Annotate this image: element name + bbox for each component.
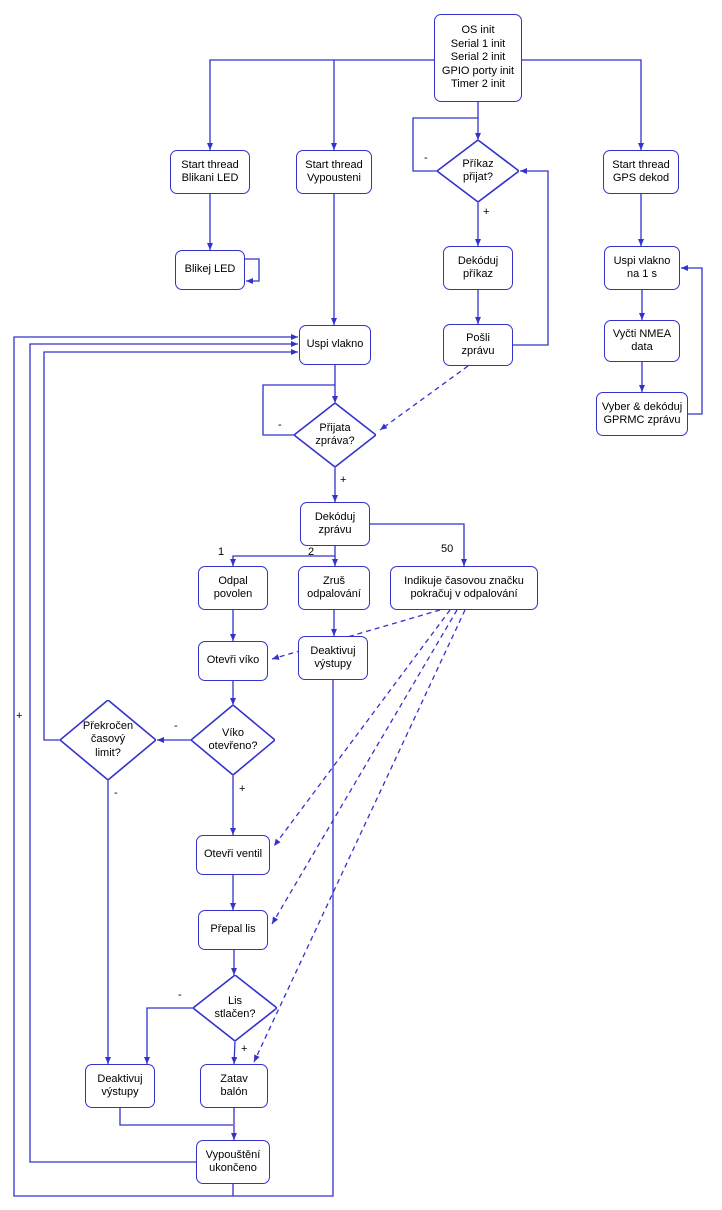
node-dekoduj-zpravu: Dekóduj zprávu bbox=[300, 502, 370, 546]
edge-label-prijata-plus: + bbox=[340, 474, 347, 486]
diamond-shape bbox=[437, 140, 519, 202]
node-label: Dekóduj příkaz bbox=[457, 254, 499, 280]
node-os-init: OS init Serial 1 init Serial 2 init GPIO… bbox=[434, 14, 522, 102]
edge-label-lis-minus: - bbox=[178, 989, 182, 1001]
diamond-shape bbox=[191, 705, 275, 775]
node-start-thread-blikani: Start thread Blikani LED bbox=[170, 150, 250, 194]
node-label: Zatav balón bbox=[220, 1072, 248, 1098]
node-uspi-vlakno-1s: Uspi vlakno na 1 s bbox=[604, 246, 680, 290]
node-deaktivuj-vystupy-1: Deaktivuj výstupy bbox=[298, 636, 368, 680]
node-uspi-vlakno: Uspi vlakno bbox=[299, 325, 371, 365]
node-label: Vypouštění ukončeno bbox=[205, 1148, 261, 1174]
edge-label-limit-plus: + bbox=[16, 710, 23, 722]
node-dekoduj-prikaz: Dekóduj příkaz bbox=[443, 246, 513, 290]
node-label: Dekóduj zprávu bbox=[314, 510, 356, 536]
node-label: Otevři víko bbox=[206, 654, 260, 667]
node-label: Uspi vlakno bbox=[306, 338, 364, 351]
node-vyber-dekoduj-gprmc: Vyber & dekóduj GPRMC zprávu bbox=[596, 392, 688, 436]
diamond-shape bbox=[193, 975, 277, 1041]
edge-label-prikaz-minus: - bbox=[424, 152, 428, 164]
node-indikuje-casovou-znacku: Indikuje časovou značku pokračuj v odpal… bbox=[390, 566, 538, 610]
node-label: Přijata zpráva? bbox=[315, 421, 355, 447]
decision-prikaz-prijat: Příkaz přijat? bbox=[437, 140, 519, 202]
node-vypousteni-ukonceno: Vypouštění ukončeno bbox=[196, 1140, 270, 1184]
node-start-thread-gps: Start thread GPS dekod bbox=[603, 150, 679, 194]
node-label: Otevři ventil bbox=[203, 848, 263, 861]
decision-prekrocen-casovy-limit: Překročen časový limit? bbox=[60, 700, 156, 780]
node-zrus-odpalovani: Zruš odpalování bbox=[298, 566, 370, 610]
node-label: Pošli zprávu bbox=[461, 331, 495, 357]
edge-label-limit-minus: - bbox=[114, 787, 118, 799]
edge-label-viko-minus: - bbox=[174, 720, 178, 732]
edge-label-prikaz-plus: + bbox=[483, 206, 490, 218]
node-label: Víko otevřeno? bbox=[208, 726, 258, 752]
node-start-thread-vypousteni: Start thread Vypousteni bbox=[296, 150, 372, 194]
diamond-shape bbox=[60, 700, 156, 780]
node-posli-zpravu: Pošli zprávu bbox=[443, 324, 513, 366]
diamond-shape bbox=[294, 403, 376, 467]
decision-viko-otevreno: Víko otevřeno? bbox=[191, 705, 275, 775]
edge-label-branch-1: 1 bbox=[218, 546, 225, 558]
node-label: Vyčti NMEA data bbox=[612, 327, 672, 353]
node-deaktivuj-vystupy-2: Deaktivuj výstupy bbox=[85, 1064, 155, 1108]
node-label: Přepal lis bbox=[210, 923, 256, 936]
node-prepal-lis: Přepal lis bbox=[198, 910, 268, 950]
node-label: Deaktivuj výstupy bbox=[310, 644, 356, 670]
node-label: Vyber & dekóduj GPRMC zprávu bbox=[601, 400, 683, 426]
edge-label-lis-plus: + bbox=[241, 1043, 248, 1055]
decision-prijata-zprava: Přijata zpráva? bbox=[294, 403, 376, 467]
node-otevri-ventil: Otevři ventil bbox=[196, 835, 270, 875]
node-label: Start thread GPS dekod bbox=[612, 158, 670, 184]
node-label: Start thread Vypousteni bbox=[305, 158, 363, 184]
node-label: Lis stlačen? bbox=[214, 994, 256, 1020]
decision-lis-stlacen: Lis stlačen? bbox=[193, 975, 277, 1041]
node-label: Uspi vlakno na 1 s bbox=[613, 254, 671, 280]
node-label: Překročen časový limit? bbox=[82, 719, 134, 759]
node-zatav-balon: Zatav balón bbox=[200, 1064, 268, 1108]
edge-label-viko-plus: + bbox=[239, 783, 246, 795]
node-label: Příkaz přijat? bbox=[462, 157, 494, 183]
node-label: Zruš odpalování bbox=[307, 574, 361, 600]
node-label: Blikej LED bbox=[184, 263, 236, 276]
node-label: Odpal povolen bbox=[213, 574, 253, 600]
node-odpal-povolen: Odpal povolen bbox=[198, 566, 268, 610]
node-label: Indikuje časovou značku pokračuj v odpal… bbox=[404, 574, 524, 600]
edge-label-branch-2: 2 bbox=[308, 546, 315, 558]
node-label: Deaktivuj výstupy bbox=[97, 1072, 143, 1098]
edge-label-branch-50: 50 bbox=[441, 543, 454, 555]
node-label: OS init Serial 1 init Serial 2 init GPIO… bbox=[441, 24, 515, 91]
node-label: Start thread Blikani LED bbox=[181, 158, 239, 184]
node-blikej-led: Blikej LED bbox=[175, 250, 245, 290]
node-vycti-nmea: Vyčti NMEA data bbox=[604, 320, 680, 362]
edge-label-prijata-minus: - bbox=[278, 419, 282, 431]
node-otevri-viko: Otevři víko bbox=[198, 641, 268, 681]
